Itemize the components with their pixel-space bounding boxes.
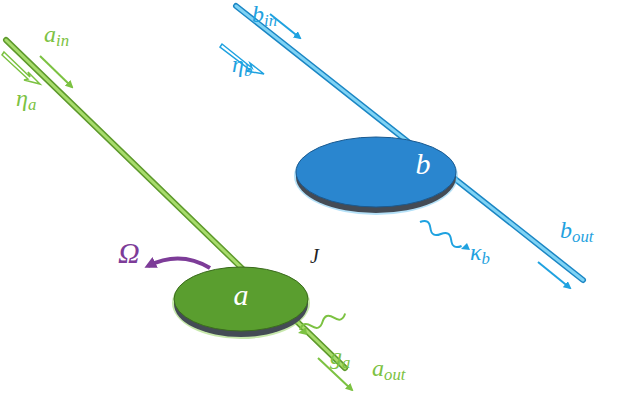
symbol-label: bout	[560, 218, 593, 242]
symbol-label: bin	[252, 2, 277, 26]
symbol-label: ηb	[232, 52, 252, 76]
mode-name: b	[416, 149, 431, 179]
symbol-label: κb	[470, 240, 490, 264]
symbol-label: ηa	[16, 86, 36, 110]
symbol-label: Ω	[118, 238, 140, 268]
resonator-disk: b	[292, 132, 460, 216]
disk-shape	[292, 132, 460, 216]
symbol-label: aout	[372, 356, 405, 380]
symbol-label: J	[310, 246, 319, 266]
mode-name: a	[234, 280, 249, 310]
symbol-label: ga	[330, 344, 350, 368]
resonator-disk: a	[170, 262, 312, 340]
symbol-label: ain	[44, 22, 69, 46]
